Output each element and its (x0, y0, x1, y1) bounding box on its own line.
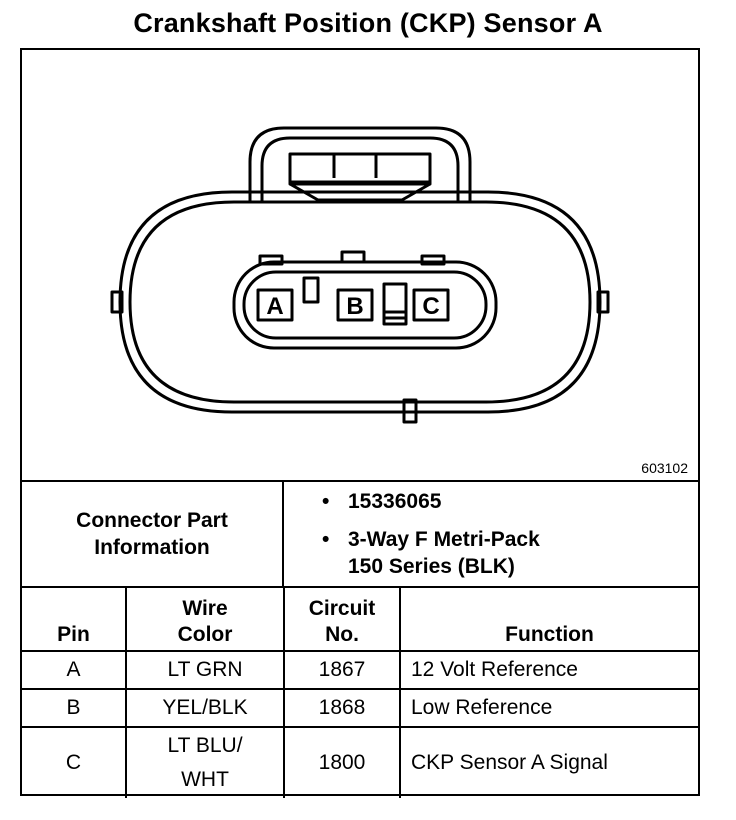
header-function: Function (399, 586, 698, 652)
bullet-2: • (322, 528, 330, 551)
cell-function: 12 Volt Reference (399, 650, 698, 690)
part-info-label-line2: Information (94, 536, 210, 559)
latch-hood (248, 126, 472, 202)
pin-c-label: C (422, 293, 439, 320)
key-right (382, 282, 408, 326)
figure-number: 603102 (641, 460, 688, 476)
connector-sheet: A B C 603102 Connector Part Information … (20, 48, 700, 798)
connector-part-info: Connector Part Information • 15336065 • … (22, 482, 698, 586)
right-rib (596, 290, 610, 314)
bottom-tab (402, 398, 418, 424)
cell-wire-color: LT GRN (125, 650, 285, 690)
housing-inner-outline (128, 200, 592, 404)
part-info-label: Connector Part Information (22, 482, 284, 586)
header-wire-color: Wire Color (125, 586, 285, 652)
key-left (302, 276, 320, 304)
cell-wire-color: YEL/BLK (125, 688, 285, 728)
header-pin: Pin (22, 586, 127, 652)
table-row: A LT GRN 1867 12 Volt Reference (22, 650, 698, 690)
cell-circuit: 1800 (283, 726, 401, 798)
cell-function: CKP Sensor A Signal (399, 726, 698, 798)
pin-a-box (256, 288, 294, 322)
header-circuit: Circuit No. (283, 586, 401, 652)
table-header-row: Pin Wire Color Circuit No. Function (22, 586, 698, 652)
cell-pin: B (22, 688, 127, 728)
cell-pin: A (22, 650, 127, 690)
part-info-values: • 15336065 • 3-Way F Metri-Pack 150 Seri… (284, 482, 698, 586)
pin-b-label: B (346, 293, 363, 320)
page-title: Crankshaft Position (CKP) Sensor A (133, 8, 603, 38)
pinout-table: Pin Wire Color Circuit No. Function A LT… (22, 586, 698, 798)
part-description-line1: 3-Way F Metri-Pack (348, 528, 540, 551)
connector-face-illustration: A B C (110, 126, 610, 424)
table-row: C LT BLU/ WHT 1800 CKP Sensor A Signal (22, 726, 698, 798)
pin-a-label: A (266, 293, 283, 320)
housing-outline (118, 190, 602, 414)
cell-circuit: 1868 (283, 688, 401, 728)
pin-b-box (336, 288, 374, 322)
pin-c-box (412, 288, 450, 322)
part-description-line2: 150 Series (BLK) (348, 555, 515, 578)
part-number: 15336065 (348, 490, 442, 513)
table-row: B YEL/BLK 1868 Low Reference (22, 688, 698, 728)
left-rib (110, 290, 124, 314)
cell-pin: C (22, 726, 127, 798)
cell-function: Low Reference (399, 688, 698, 728)
cell-wire-color: LT BLU/ WHT (125, 726, 285, 798)
latch-tab (288, 152, 432, 186)
bullet-1: • (322, 490, 330, 513)
connector-diagram: A B C 603102 (22, 50, 698, 482)
part-info-label-line1: Connector Part (76, 509, 228, 532)
cell-circuit: 1867 (283, 650, 401, 690)
